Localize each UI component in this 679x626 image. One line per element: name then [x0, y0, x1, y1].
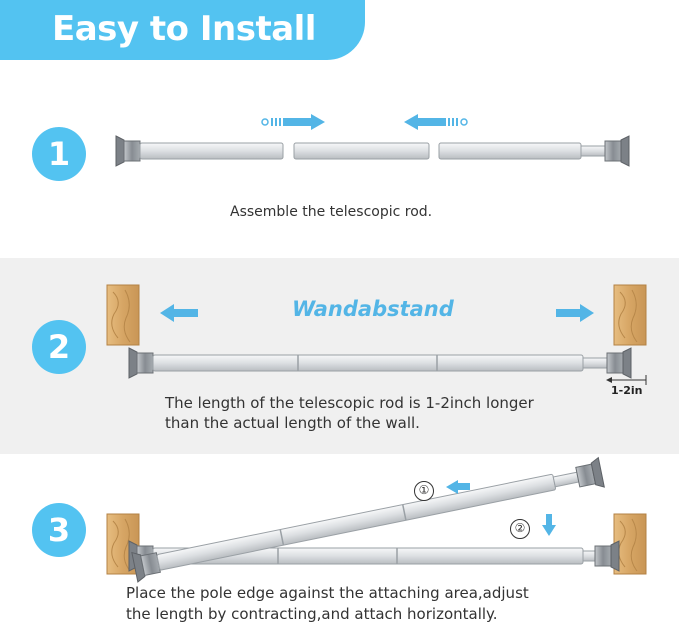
step-3-caption-line-1: Place the pole edge against the attachin…	[126, 584, 529, 602]
marker-2: ②	[510, 519, 530, 539]
step-2-caption-line-2: than the actual length of the wall.	[165, 414, 420, 432]
step-3-caption-line-2: the length by contracting,and attach hor…	[126, 605, 498, 623]
gap-measure-icon	[606, 375, 647, 385]
arrow-left-icon	[160, 304, 198, 322]
page-title: Easy to Install	[52, 9, 316, 49]
arrow-right-icon	[556, 304, 594, 322]
rod-assembly-step-1	[115, 135, 630, 167]
arrow-right-icon	[261, 114, 325, 130]
step-2-number: 2	[32, 320, 86, 374]
arrow-left-icon	[446, 480, 470, 494]
gap-label: 1-2in	[611, 384, 643, 397]
step-2-caption-line-1: The length of the telescopic rod is 1-2i…	[165, 394, 534, 412]
wall-block-right	[613, 284, 647, 346]
wall-distance-label: Wandabstand	[292, 297, 454, 321]
step-3-number: 3	[32, 503, 86, 557]
title-banner: Easy to Install	[0, 0, 365, 60]
step-1-number: 1	[32, 127, 86, 181]
rod-horizontal	[128, 540, 620, 572]
wall-block-left	[106, 284, 140, 346]
arrow-down-icon	[542, 514, 556, 536]
marker-1: ①	[414, 481, 434, 501]
arrow-left-icon	[404, 114, 468, 130]
rod-step-2	[128, 347, 632, 379]
step-1-caption: Assemble the telescopic rod.	[230, 204, 433, 220]
rod-tilted	[131, 456, 605, 583]
